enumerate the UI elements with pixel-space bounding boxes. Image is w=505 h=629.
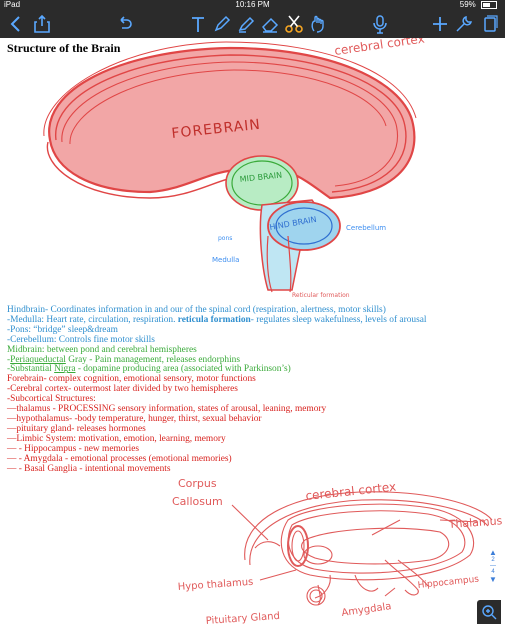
label-pons: pons [218,235,232,242]
label-reticular-formation: Reticular formation [292,292,350,299]
page-up-arrow-icon[interactable]: ▲ [486,548,500,557]
label-pituitary-gland: Pituitary Gland [205,611,280,626]
brain-sketch: cerebral cortex FOREBRAIN MID BRAIN HIND… [0,38,505,303]
hindbrain-drawing [260,200,340,292]
scissors-icon[interactable] [282,12,306,36]
zoom-in-icon [477,600,501,624]
battery-status: 59% [460,0,497,10]
back-icon[interactable] [4,12,28,36]
highlighter-icon[interactable] [234,12,258,36]
undo-icon[interactable] [112,12,136,36]
zoom-button[interactable] [477,600,501,624]
label-hypothalamus: Hypo thalamus [177,577,253,593]
label-corpus: Corpus [178,477,217,490]
page-pager: ▲ 2 — 4 ▼ [486,548,500,584]
toolbar [0,10,505,38]
battery-percent: 59% [460,0,476,9]
share-icon[interactable] [30,12,54,36]
text-tool-icon[interactable] [186,12,210,36]
label-amygdala: Amygdala [341,601,392,619]
notes-text: Hindbrain- Coordinates information in an… [7,306,426,474]
label-cerebellum: Cerebellum [346,224,386,232]
label-callosum: Callosum [172,495,223,508]
pages-icon[interactable] [478,12,502,36]
label-thalamus: Thalamus [447,514,503,531]
wrench-icon[interactable] [452,12,476,36]
note-bold: reticula formation [178,315,251,325]
add-icon[interactable] [428,12,452,36]
page-down-arrow-icon[interactable]: ▼ [486,575,500,584]
subcortical-sketch: cerebral cortex Corpus Callosum Thalamus… [0,470,505,626]
label-hippocampus: Hippocampus [417,575,480,591]
pen-tool-icon[interactable] [210,12,234,36]
microphone-icon[interactable] [368,12,392,36]
clock: 10:16 PM [0,0,505,10]
battery-icon [481,1,497,9]
label-medulla: Medulla [212,256,239,264]
note-underlined: Nigra [54,364,75,374]
lasso-hand-icon[interactable] [306,12,330,36]
eraser-icon[interactable] [258,12,282,36]
status-bar: iPad 10:16 PM 59% [0,0,505,10]
subcortical-drawing [232,492,492,605]
label-cerebral-cortex: cerebral cortex [333,38,425,58]
